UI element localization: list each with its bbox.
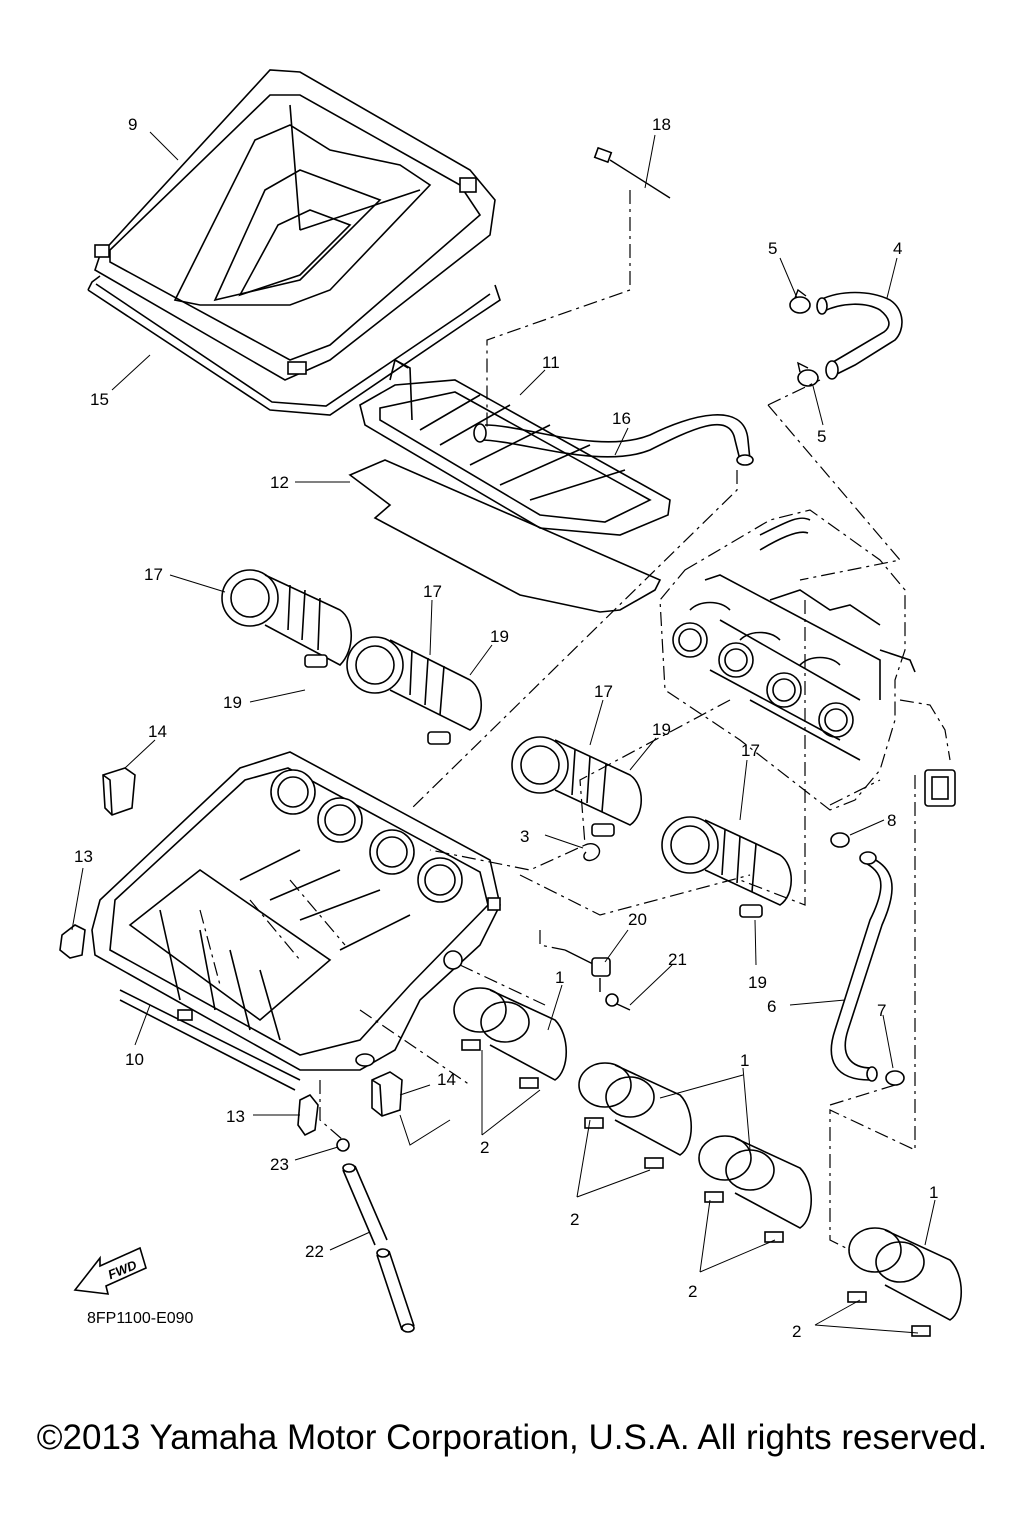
callout-2-a: 2 bbox=[480, 1138, 489, 1157]
diagram-code: 8FP1100-E090 bbox=[87, 1310, 194, 1327]
callout-3: 3 bbox=[520, 827, 529, 846]
intake-joint-part-17-c bbox=[511, 736, 642, 837]
clip-part-13-lower bbox=[297, 1093, 319, 1137]
hose-part-6 bbox=[830, 851, 893, 1082]
callout-14-upper: 14 bbox=[148, 722, 167, 741]
clamp-part-8 bbox=[830, 832, 850, 848]
callout-18: 18 bbox=[652, 115, 671, 134]
callout-6: 6 bbox=[767, 997, 776, 1016]
forward-arrow-icon: FWD bbox=[73, 1246, 147, 1295]
callout-19-d: 19 bbox=[748, 973, 767, 992]
intake-joint-part-17-d bbox=[661, 816, 792, 918]
callout-1-a: 1 bbox=[555, 968, 564, 987]
callout-8: 8 bbox=[887, 811, 896, 830]
intake-joint-part-1-d bbox=[847, 1227, 962, 1337]
clamp-part-5-upper bbox=[789, 288, 811, 314]
pad-part-14-lower bbox=[371, 1071, 403, 1117]
callout-17-d: 17 bbox=[741, 741, 760, 760]
callout-13-lower: 13 bbox=[226, 1107, 245, 1126]
callout-9: 9 bbox=[128, 115, 137, 134]
clip-part-13-left bbox=[59, 924, 86, 959]
intake-joint-part-17-a bbox=[221, 569, 352, 668]
sensor-part-20 bbox=[564, 949, 611, 992]
callout-10: 10 bbox=[125, 1050, 144, 1069]
clamp-part-7 bbox=[885, 1070, 905, 1086]
callout-2-d: 2 bbox=[792, 1322, 801, 1341]
callout-17-b: 17 bbox=[423, 582, 442, 601]
callout-13-left: 13 bbox=[74, 847, 93, 866]
air-filter-frame-part-11 bbox=[359, 358, 671, 536]
callout-19-a: 19 bbox=[490, 627, 509, 646]
air-filter-element-part-12 bbox=[348, 459, 662, 613]
callout-17-a: 17 bbox=[144, 565, 163, 584]
callout-1-b: 1 bbox=[740, 1051, 749, 1070]
callout-2-c: 2 bbox=[688, 1282, 697, 1301]
assembly-lines bbox=[199, 190, 916, 1251]
callout-12: 12 bbox=[270, 473, 289, 492]
breather-hose-part-16 bbox=[473, 414, 754, 466]
air-box-cover-part-9 bbox=[94, 69, 496, 381]
clamp-part-23 bbox=[336, 1138, 350, 1152]
callout-20: 20 bbox=[628, 910, 647, 929]
callout-5-lower: 5 bbox=[817, 427, 826, 446]
intake-joint-part-1-a bbox=[453, 987, 567, 1089]
callout-19-b: 19 bbox=[223, 693, 242, 712]
callout-11: 11 bbox=[542, 353, 560, 372]
callout-15: 15 bbox=[90, 390, 109, 409]
callout-16: 16 bbox=[612, 409, 631, 428]
air-box-case-part-10 bbox=[91, 751, 501, 1091]
callout-numbers: 9 18 5 4 15 11 16 5 12 17 17 19 19 17 19… bbox=[74, 115, 938, 1341]
callout-4: 4 bbox=[893, 239, 902, 258]
callout-7: 7 bbox=[877, 1001, 886, 1020]
intake-joint-part-1-c bbox=[698, 1135, 812, 1243]
clip-part-3 bbox=[583, 843, 601, 862]
callout-23: 23 bbox=[270, 1155, 289, 1174]
cable-tie-part-18 bbox=[593, 146, 671, 199]
hose-part-4 bbox=[816, 291, 903, 380]
callout-21: 21 bbox=[668, 950, 687, 969]
intake-joint-part-1-b bbox=[578, 1062, 692, 1169]
throttle-body-assembly bbox=[659, 509, 956, 811]
pad-part-14-upper bbox=[102, 767, 136, 816]
clamp-part-5-lower bbox=[796, 361, 819, 387]
callout-2-b: 2 bbox=[570, 1210, 579, 1229]
callout-22: 22 bbox=[305, 1242, 324, 1261]
screw-part-21 bbox=[605, 993, 631, 1011]
callout-1-c: 1 bbox=[929, 1183, 938, 1202]
callout-17-c: 17 bbox=[594, 682, 613, 701]
callout-19-c: 19 bbox=[652, 720, 671, 739]
intake-joint-part-17-b bbox=[346, 636, 482, 745]
callout-14-lower: 14 bbox=[437, 1070, 456, 1089]
tube-part-22 bbox=[342, 1163, 415, 1333]
gasket-part-15 bbox=[87, 275, 501, 416]
callout-5-upper: 5 bbox=[768, 239, 777, 258]
leader-lines bbox=[71, 131, 936, 1334]
parts-diagram: FWD 9 18 5 4 15 11 16 5 12 17 17 19 19 1… bbox=[59, 69, 962, 1341]
copyright-notice: ©2013 Yamaha Motor Corporation, U.S.A. A… bbox=[36, 1418, 988, 1457]
